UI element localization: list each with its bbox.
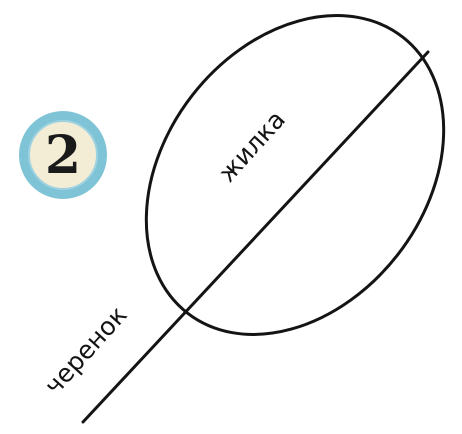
leaf-blade <box>85 0 462 393</box>
vein-label: жилка <box>212 105 291 188</box>
leaf-vein-and-petiole <box>83 52 428 422</box>
badge-number: 2 <box>45 125 81 186</box>
number-badge: 2 <box>19 111 107 199</box>
